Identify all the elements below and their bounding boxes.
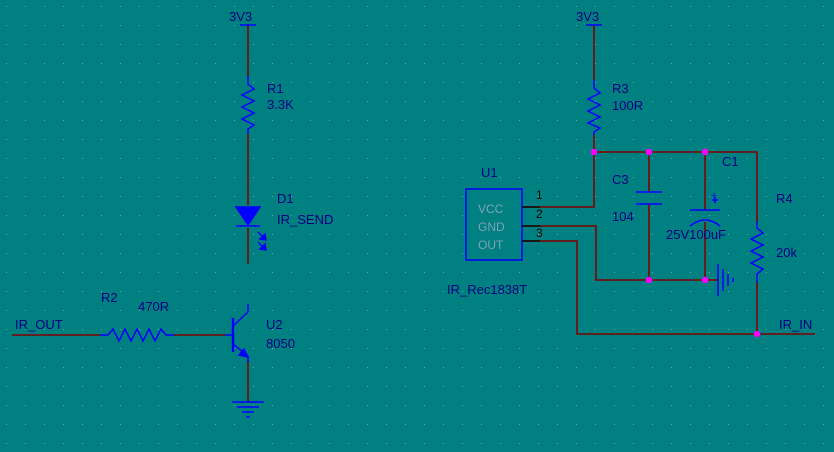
power-label-right: 3V3 xyxy=(576,9,600,24)
r4-ref: R4 xyxy=(776,191,793,206)
resistor-r1 xyxy=(240,76,256,134)
r2-value: 470R xyxy=(138,299,170,314)
u2-ref: U2 xyxy=(266,317,283,332)
junction-dot xyxy=(701,276,709,284)
r3-ref: R3 xyxy=(612,81,629,96)
u2-value: 8050 xyxy=(266,336,295,351)
junction-dot xyxy=(753,330,761,338)
ground-symbol-right xyxy=(717,264,734,296)
c1-value: 25V100uF xyxy=(666,227,726,242)
ic-u1-pins xyxy=(522,206,540,242)
u1-pin-number-3: 3 xyxy=(536,226,543,240)
grid-dots xyxy=(6,6,824,444)
u1-pin-number-2: 2 xyxy=(536,207,543,221)
capacitor-c3 xyxy=(636,191,662,205)
transistor-u2 xyxy=(225,304,250,362)
net-label-ir-out: IR_OUT xyxy=(15,317,63,332)
junction-dot xyxy=(645,276,653,284)
led-d1 xyxy=(234,206,267,251)
r4-value: 20k xyxy=(776,245,797,260)
resistor-r2 xyxy=(100,327,174,343)
r3-value: 100R xyxy=(612,98,644,113)
r1-value: 3.3K xyxy=(267,97,294,112)
wires xyxy=(12,25,815,402)
r2-ref: R2 xyxy=(101,290,118,305)
wire-out-pin xyxy=(522,240,815,335)
resistor-r4 xyxy=(749,222,765,282)
d1-ref: D1 xyxy=(277,191,294,206)
d1-value: IR_SEND xyxy=(277,212,334,227)
power-label-left: 3V3 xyxy=(229,9,253,24)
junctions xyxy=(590,148,761,338)
ground-symbol-left xyxy=(232,401,264,418)
junction-dot xyxy=(645,148,653,156)
capacitor-c1 xyxy=(689,197,721,227)
junction-dot xyxy=(701,148,709,156)
resistor-r3 xyxy=(586,80,602,135)
u1-pin-name-out: OUT xyxy=(478,238,504,252)
u1-value: IR_Rec1838T xyxy=(447,282,528,297)
junction-dot xyxy=(590,148,598,156)
net-label-ir-in: IR_IN xyxy=(779,317,813,332)
c1-ref: C1 xyxy=(722,154,739,169)
u1-pin-number-1: 1 xyxy=(536,188,543,202)
u1-pin-name-vcc: VCC xyxy=(478,202,504,216)
c3-value: 104 xyxy=(612,209,634,224)
u1-pin-name-gnd: GND xyxy=(478,220,505,234)
ic-u1-body xyxy=(465,188,523,261)
wire-vcc-pin xyxy=(522,152,595,208)
r1-ref: R1 xyxy=(267,81,284,96)
c3-ref: C3 xyxy=(612,172,629,187)
u1-ref: U1 xyxy=(481,165,498,180)
c1-polarity: + xyxy=(711,191,717,202)
